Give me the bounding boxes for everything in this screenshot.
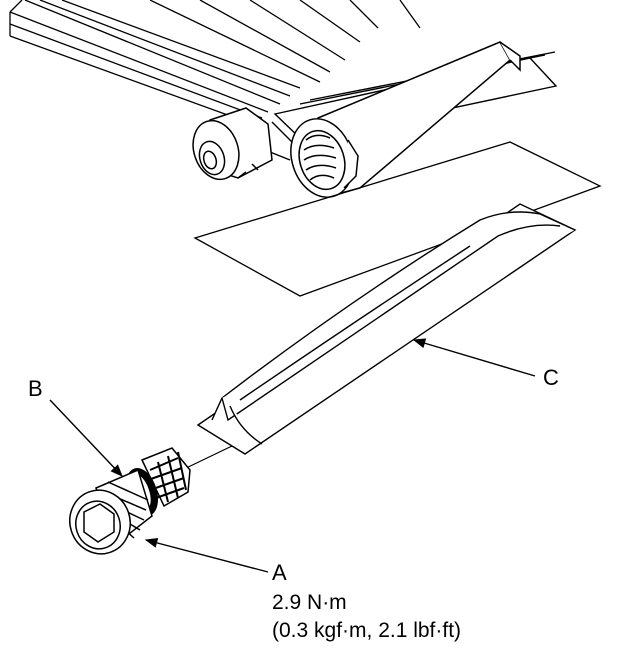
filter-bag-outline — [193, 141, 602, 297]
leader-line-a — [144, 538, 269, 573]
assembly-centerline — [181, 445, 233, 471]
torque-spec-metric: 2.9 N·m — [272, 591, 347, 614]
torque-spec-imperial: (0.3 kgf·m, 2.1 lbf·ft) — [272, 619, 462, 642]
callout-label-c: C — [543, 365, 559, 390]
desiccant-bag — [196, 203, 577, 455]
receiver-dryer-housing — [290, 41, 521, 198]
condenser-core — [9, 0, 421, 127]
leader-lines — [49, 338, 536, 573]
callout-label-a: A — [272, 560, 287, 585]
callout-label-b: B — [28, 376, 43, 401]
inlet-fitting — [192, 107, 273, 181]
leader-line-b — [49, 399, 123, 477]
plug-assembly — [69, 447, 191, 555]
leader-line-c — [412, 338, 536, 377]
